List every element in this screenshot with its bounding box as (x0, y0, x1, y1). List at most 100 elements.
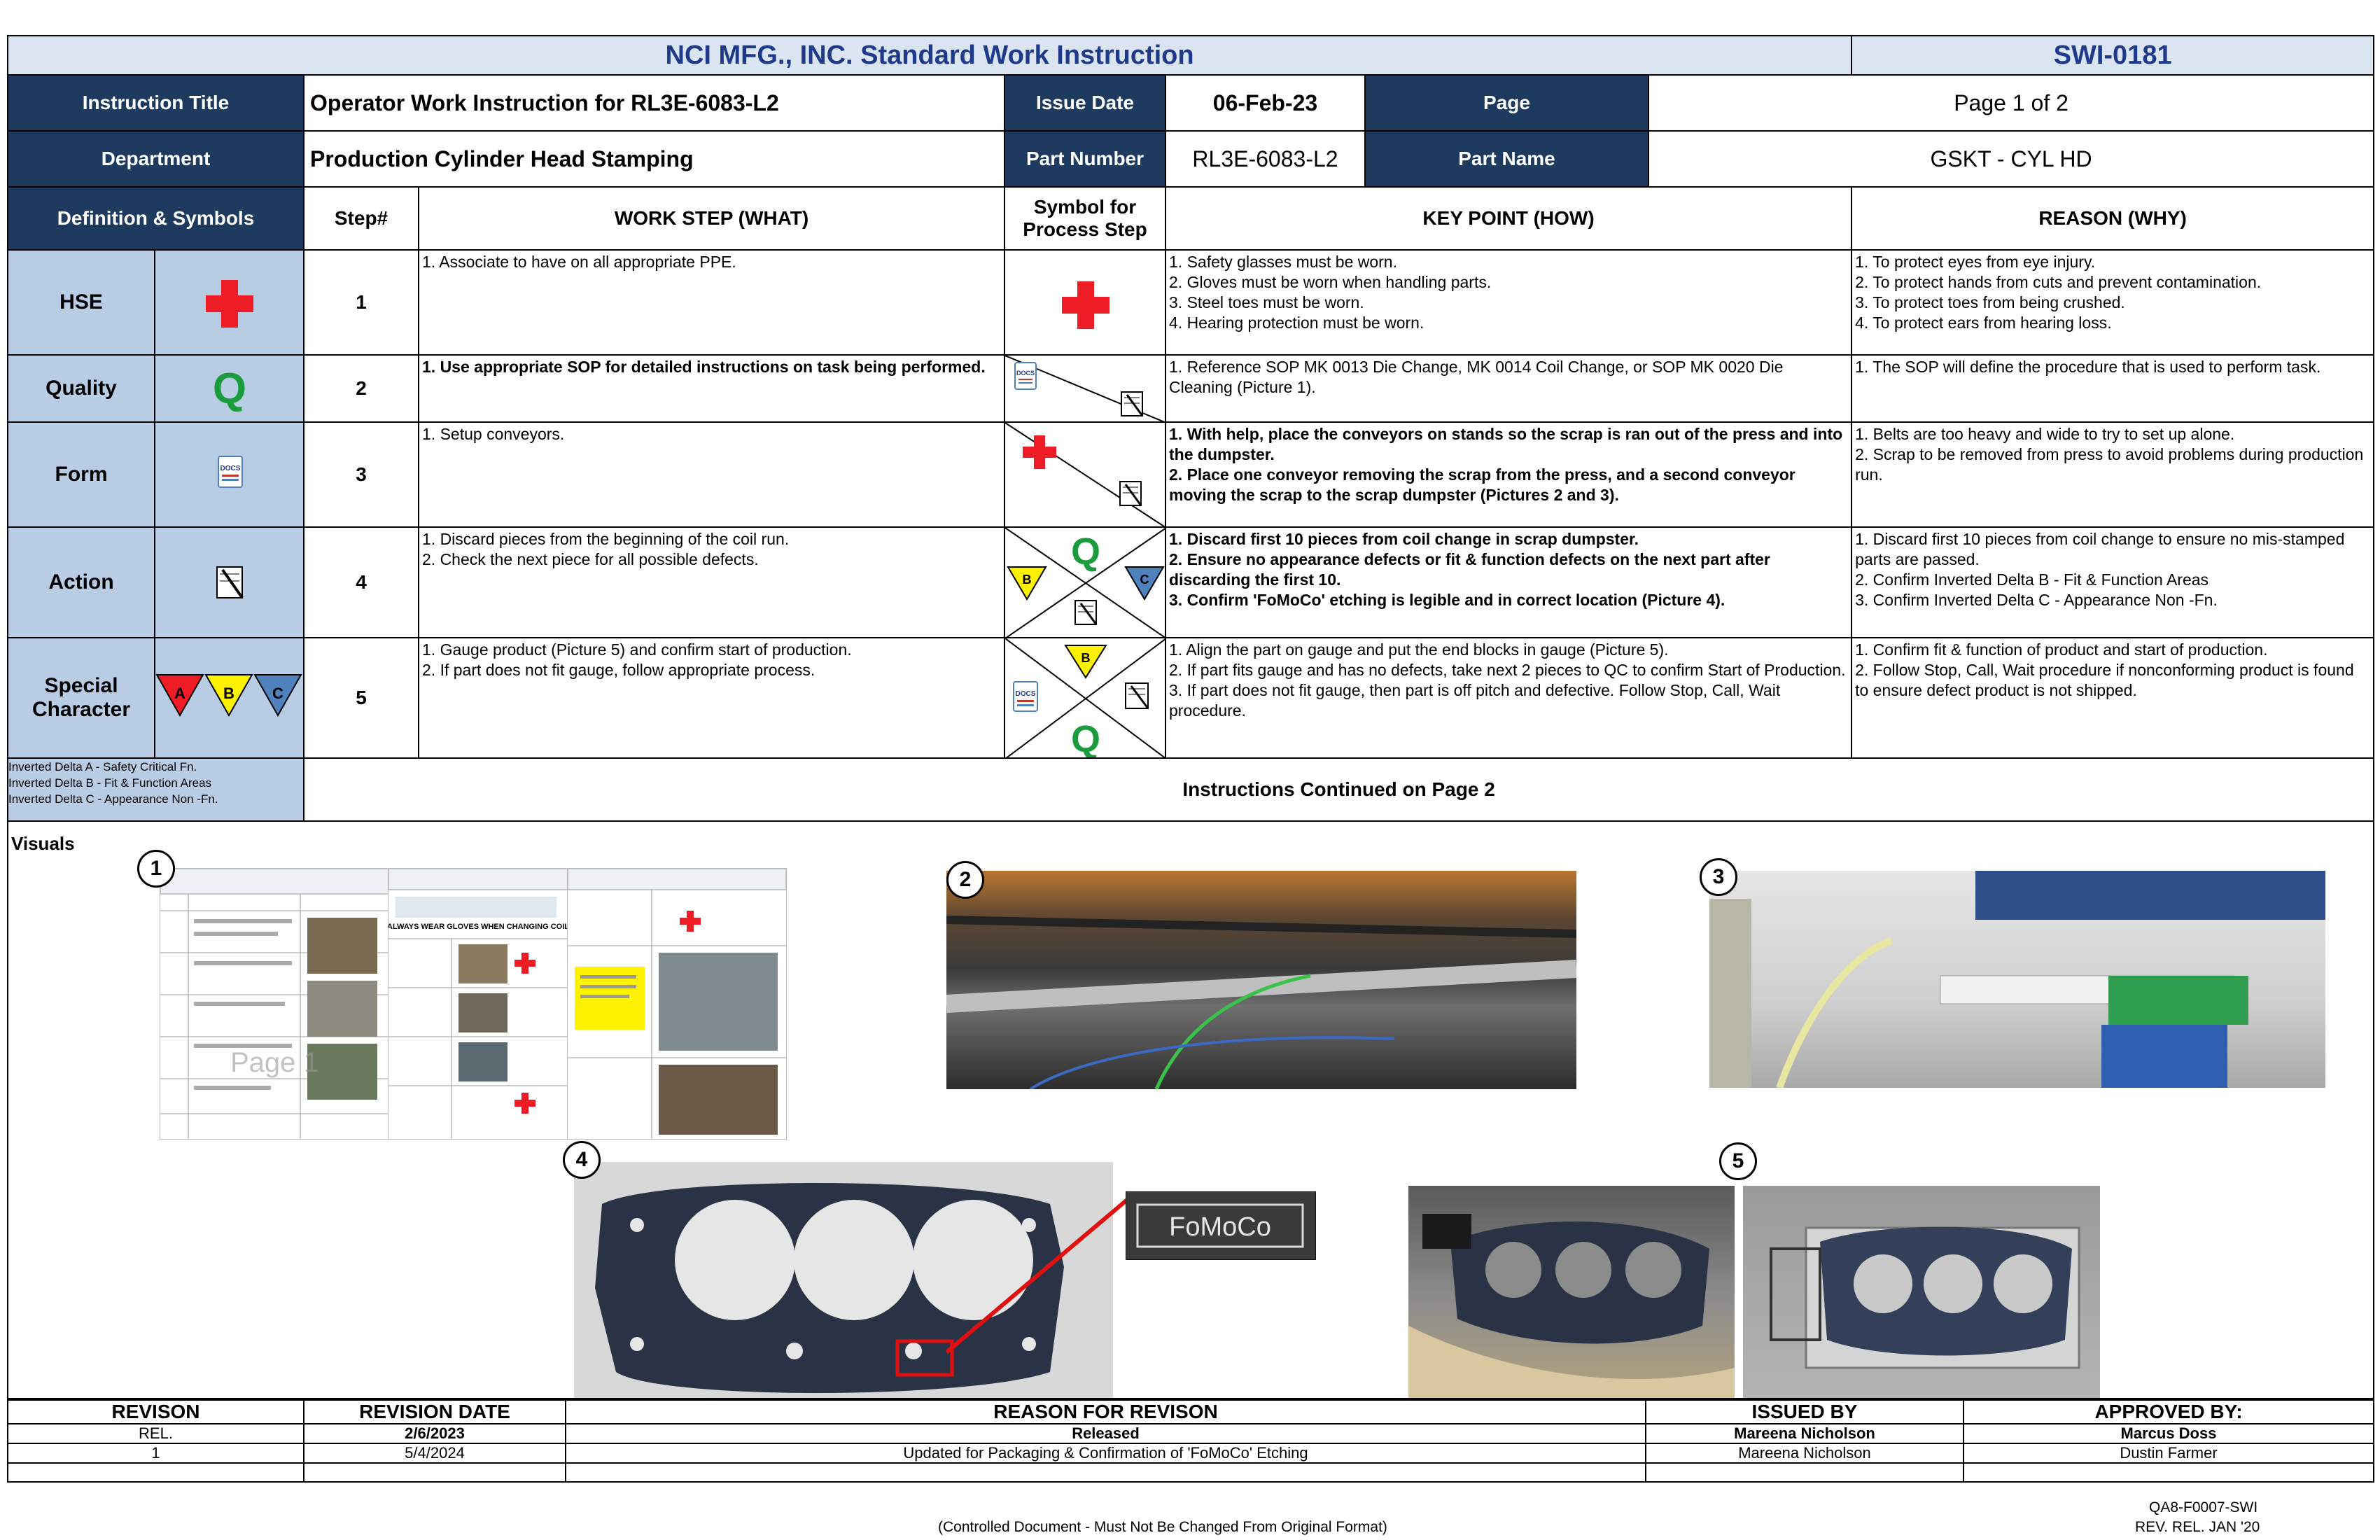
inverted-delta-abc-icon: A B C (156, 674, 302, 718)
def-label-hse: HSE (7, 249, 155, 356)
continued-note: Instructions Continued on Page 2 (302, 757, 2375, 822)
picture-4-gasket (574, 1162, 1113, 1397)
reason-text: 1. Belts are too heavy and wide to try t… (1851, 421, 2375, 528)
visuals-section: Visuals Page 1 ALWAYS WEAR GLOVE (6, 820, 2375, 1399)
def-icon-form: DOCS (154, 421, 304, 528)
approved-by-cell (1963, 1462, 2374, 1483)
reason-text: 1. Discard first 10 pieces from coil cha… (1851, 526, 2375, 638)
def-icon-hse (154, 249, 304, 356)
picture-1-sop-sheet-b: ALWAYS WEAR GLOVES WHEN CHANGING COIL (388, 868, 568, 1140)
reason-text: 1. To protect eyes from eye injury.2. To… (1851, 249, 2375, 356)
revision-table: REVISON REVISION DATE REASON FOR REVISON… (7, 1399, 2374, 1483)
step-row-2: Quality Q 2 1. Use appropriate SOP for d… (7, 354, 2375, 423)
picture-badge-3: 3 (1700, 858, 1737, 896)
approved-by-cell: Marcus Doss (1963, 1423, 2374, 1444)
visuals-label: Visuals (11, 833, 75, 854)
revision-date-cell: 5/4/2024 (303, 1443, 566, 1464)
notepad-icon (216, 566, 244, 599)
instruction-title: Operator Work Instruction for RL3E-6083-… (303, 74, 1005, 132)
key-point-text: 1. With help, place the conveyors on sta… (1164, 421, 1853, 528)
revision-date-cell (303, 1462, 566, 1483)
work-instruction-sheet: NCI MFG., INC. Standard Work Instruction… (6, 35, 2375, 1491)
notepad-icon (1074, 600, 1098, 625)
revision-reason-cell: Updated for Packaging & Confirmation of … (565, 1443, 1646, 1464)
issued-by-cell: Mareena Nicholson (1645, 1443, 1964, 1464)
picture-badge-5: 5 (1719, 1142, 1757, 1180)
process-symbol: B DOCS Q (1004, 637, 1166, 759)
form-number: QA8-F0007-SWI (2149, 1499, 2258, 1516)
work-step-text: 1. Gauge product (Picture 5) and confirm… (418, 637, 1005, 759)
svg-text:FoMoCo: FoMoCo (1169, 1212, 1271, 1242)
picture-4-fomoco-closeup: FoMoCo (1126, 1191, 1316, 1260)
def-icon-action (154, 526, 304, 638)
step-number: 3 (303, 421, 419, 528)
svg-text:A: A (174, 685, 186, 702)
step-number: 2 (303, 354, 419, 423)
picture-1-sop-sheet-a: Page 1 (160, 868, 389, 1140)
key-point-header: KEY POINT (HOW) (1164, 186, 1853, 251)
revision-cell (7, 1462, 304, 1483)
work-step-header: WORK STEP (WHAT) (418, 186, 1005, 251)
key-point-text: 1. Align the part on gauge and put the e… (1164, 637, 1853, 759)
revision-reason-cell: Released (565, 1423, 1646, 1444)
part-number: RL3E-6083-L2 (1165, 130, 1366, 188)
issued-by-cell (1645, 1462, 1964, 1483)
reason-for-revision-header: REASON FOR REVISON (565, 1399, 1646, 1424)
process-symbol (1004, 421, 1166, 528)
svg-text:DOCS: DOCS (1016, 690, 1036, 698)
company-title: NCI MFG., INC. Standard Work Instruction (6, 35, 1853, 76)
inverted-delta-b-icon: B (1007, 566, 1047, 601)
revision-date-header: REVISION DATE (303, 1399, 566, 1424)
revision-date-cell: 2/6/2023 (303, 1423, 566, 1444)
inverted-delta-legend: Inverted Delta A - Safety Critical Fn.In… (7, 757, 304, 822)
green-q-icon: Q (1071, 718, 1100, 758)
svg-text:B: B (223, 685, 234, 702)
definitions-header: Definition & Symbols (7, 186, 304, 251)
svg-text:C: C (272, 685, 284, 702)
work-step-text: 1. Discard pieces from the beginning of … (418, 526, 1005, 638)
key-point-text: 1. Discard first 10 pieces from coil cha… (1164, 526, 1853, 638)
docs-icon: DOCS (218, 456, 243, 488)
def-icon-special-character: A B C (154, 637, 304, 759)
revision-row (7, 1462, 2374, 1483)
key-point-text: 1. Reference SOP MK 0013 Die Change, MK … (1164, 354, 1853, 423)
work-instruction-table: NCI MFG., INC. Standard Work Instruction… (6, 35, 2375, 1399)
step-number: 5 (303, 637, 419, 759)
doc-number: SWI-0181 (1851, 35, 2375, 76)
picture-badge-1: 1 (137, 850, 175, 888)
issued-by-cell: Mareena Nicholson (1645, 1423, 1964, 1444)
work-step-text: 1. Setup conveyors. (418, 421, 1005, 528)
picture-badge-2: 2 (946, 861, 984, 899)
red-cross-icon (206, 280, 253, 328)
process-symbol (1004, 249, 1166, 356)
work-step-text: 1. Use appropriate SOP for detailed inst… (418, 354, 1005, 423)
docs-icon: DOCS (1014, 362, 1037, 390)
picture-badge-4: 4 (563, 1141, 601, 1179)
approved-by-cell: Dustin Farmer (1963, 1443, 2374, 1464)
step-row-4: Action 4 1. Discard pieces from the begi… (7, 526, 2375, 638)
inverted-delta-c-icon: C (1124, 566, 1164, 601)
part-number-label: Part Number (1004, 130, 1166, 188)
svg-text:B: B (1082, 651, 1091, 665)
green-q-icon: Q (213, 365, 246, 413)
svg-text:DOCS: DOCS (220, 465, 241, 472)
revision-reason-cell (565, 1462, 1646, 1483)
step-number: 4 (303, 526, 419, 638)
page-label: Page (1364, 74, 1649, 132)
picture-5-gauge-right (1743, 1186, 2100, 1397)
work-step-text: 1. Associate to have on all appropriate … (418, 249, 1005, 356)
svg-text:C: C (1140, 573, 1149, 587)
form-revision: REV. REL. JAN '20 (2135, 1519, 2260, 1535)
issued-by-header: ISSUED BY (1645, 1399, 1964, 1424)
inverted-delta-b-icon: B (1064, 645, 1107, 679)
picture-2-press-conveyor (946, 871, 1576, 1089)
step-row-3: Form DOCS 3 1. Setup conveyors. 1. With … (7, 421, 2375, 528)
notepad-icon (1119, 481, 1142, 506)
picture-5-gauge-left (1408, 1186, 1735, 1397)
red-cross-icon (1062, 281, 1110, 329)
controlled-document-note: (Controlled Document - Must Not Be Chang… (938, 1519, 1387, 1535)
callout-line (946, 1193, 1135, 1354)
revision-row: REL. 2/6/2023 Released Mareena Nicholson… (7, 1423, 2374, 1444)
